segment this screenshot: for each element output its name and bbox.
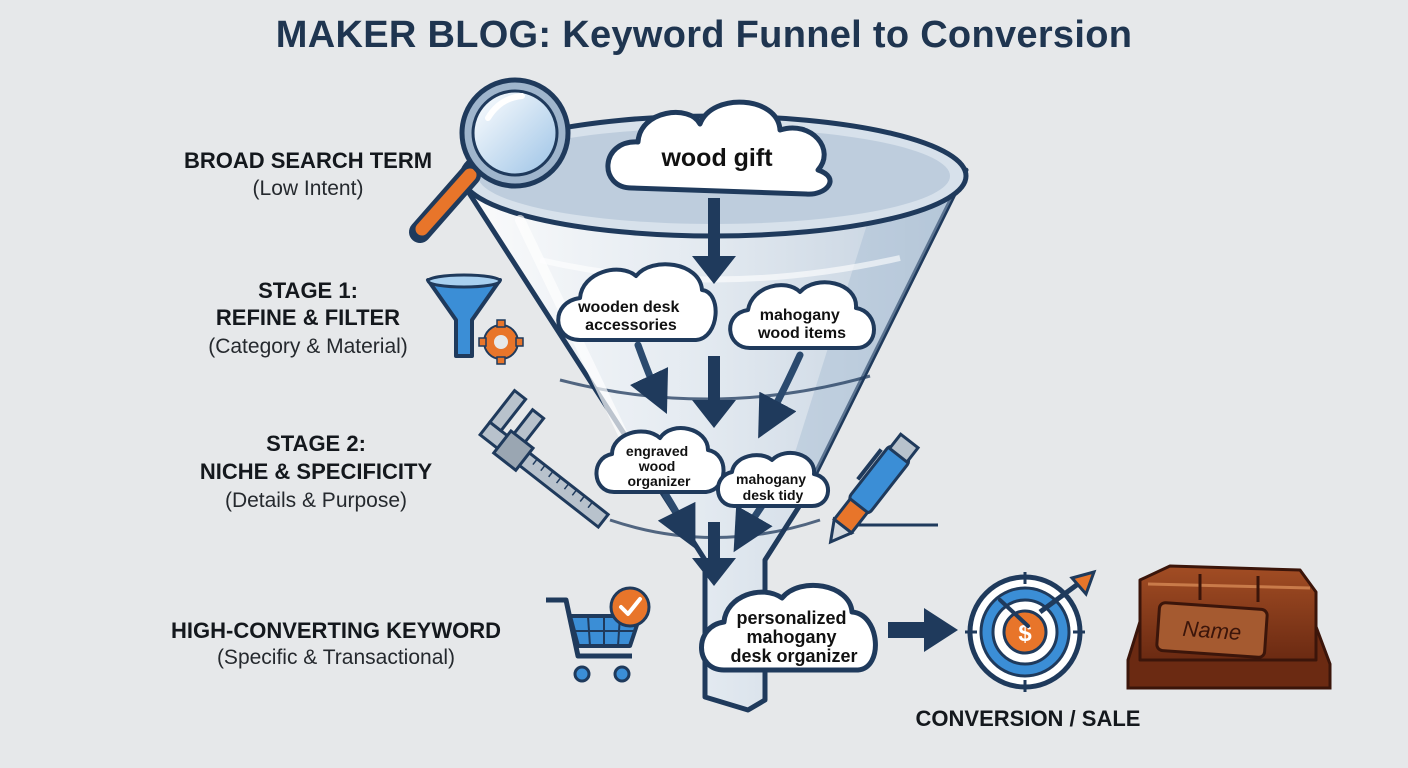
curved-arrows: [630, 341, 804, 553]
magnifier-icon: [409, 77, 571, 243]
arrow-icon: [888, 608, 958, 652]
keyword-broad: wood gift: [660, 144, 773, 172]
cloud-stage1-left: wooden desk accessories: [556, 262, 718, 342]
page-title: MAKER BLOG: Keyword Funnel to Conversion: [275, 14, 1133, 56]
keyword-stage1-left: wooden desk accessories: [577, 299, 684, 334]
svg-text:(Details & Purpose): (Details & Purpose): [225, 489, 407, 512]
cloud-broad: wood gift: [605, 99, 833, 197]
keyword-final: personalized mahogany desk organizer: [730, 608, 857, 666]
keyword-stage1-right: mahogany wood items: [757, 307, 846, 342]
gear-icon: [478, 319, 524, 365]
svg-text:HIGH-CONVERTING KEYWORD: HIGH-CONVERTING KEYWORD: [171, 618, 501, 643]
svg-text:NICHE & SPECIFICITY: NICHE & SPECIFICITY: [200, 459, 433, 484]
label-stage2: STAGE 2: NICHE & SPECIFICITY (Details & …: [200, 431, 433, 512]
desk-organizer-icon: Name: [1126, 564, 1332, 690]
svg-text:(Category & Material): (Category & Material): [208, 335, 408, 358]
svg-text:(Specific & Transactional): (Specific & Transactional): [217, 646, 455, 669]
caliper-icon: [477, 388, 611, 530]
label-high-converting: HIGH-CONVERTING KEYWORD (Specific & Tran…: [171, 618, 501, 669]
cloud-stage2-left: engraved wood organizer: [594, 426, 726, 494]
target-icon: $: [967, 569, 1097, 690]
flow-arrows: [692, 198, 736, 586]
engraving-text: Name: [1182, 616, 1242, 645]
svg-text:STAGE 2:: STAGE 2:: [266, 431, 366, 456]
funnel-icon: [426, 273, 502, 358]
keyword-stage2-left: engraved wood organizer: [626, 443, 692, 489]
checkmark-icon: [609, 586, 651, 628]
cloud-final: personalized mahogany desk organizer: [699, 582, 878, 673]
cloud-stage1-right: mahogany wood items: [728, 280, 876, 350]
pen-icon: [828, 432, 938, 545]
label-stage1: STAGE 1: REFINE & FILTER (Category & Mat…: [208, 278, 408, 358]
cross-lines: [965, 572, 1085, 692]
label-broad: BROAD SEARCH TERM (Low Intent): [184, 148, 432, 200]
svg-text:(Low Intent): (Low Intent): [253, 177, 364, 200]
svg-text:REFINE & FILTER: REFINE & FILTER: [216, 305, 400, 330]
keyword-stage2-right: mahogany desk tidy: [736, 471, 810, 503]
svg-text:STAGE 1:: STAGE 1:: [258, 278, 358, 303]
svg-text:BROAD SEARCH TERM: BROAD SEARCH TERM: [184, 148, 432, 173]
conversion-label: CONVERSION / SALE: [916, 706, 1141, 731]
cloud-stage2-right: mahogany desk tidy: [716, 450, 830, 508]
